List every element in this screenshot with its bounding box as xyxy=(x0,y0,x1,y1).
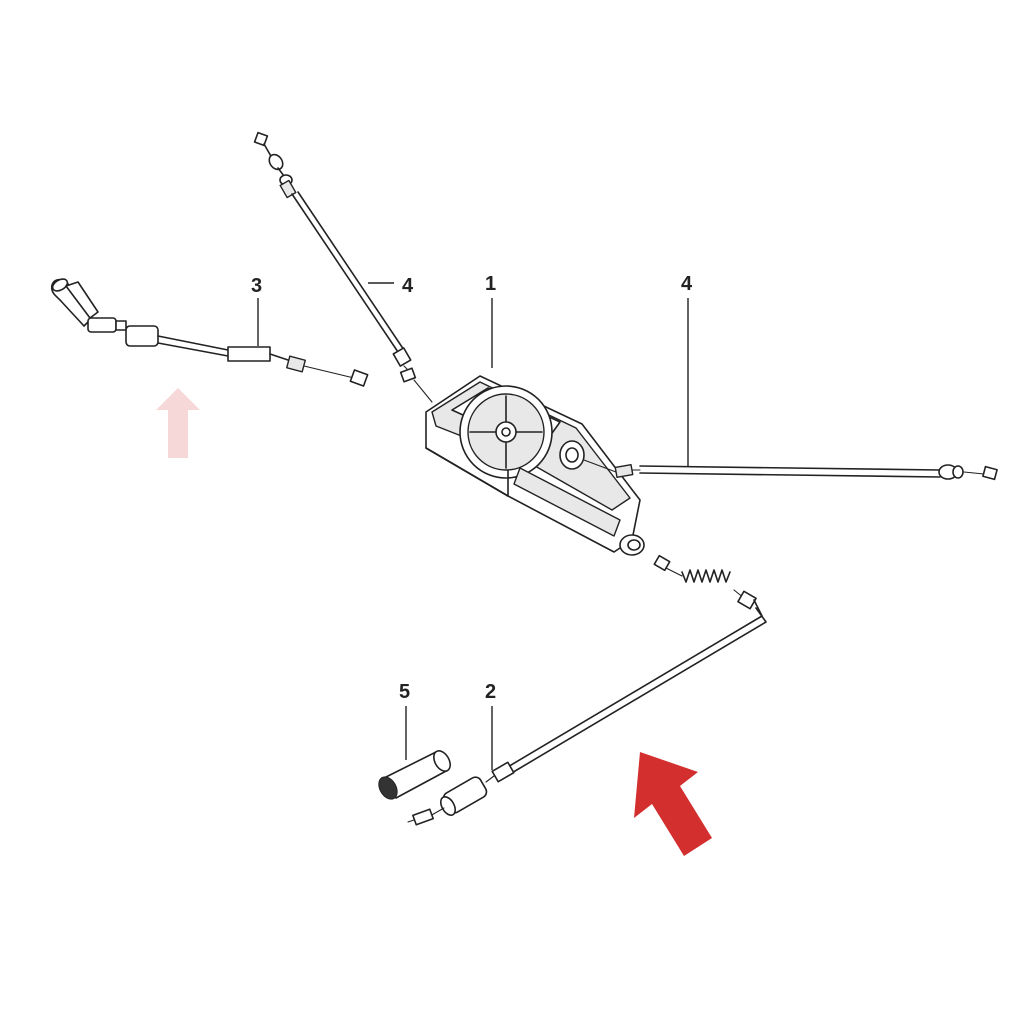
callout-5: 5 xyxy=(399,681,410,703)
callout-leaders xyxy=(257,282,689,770)
callout-2: 2 xyxy=(485,681,496,703)
cable-part-4-right xyxy=(583,459,998,481)
cable-part-3 xyxy=(50,278,369,387)
sleeve-part-5 xyxy=(378,750,451,800)
cable-part-2 xyxy=(407,554,767,826)
cable-part-4-upper xyxy=(253,131,433,403)
ghost-arrow-icon xyxy=(156,388,200,458)
callout-labels: 1 2 3 4 4 5 xyxy=(251,273,693,703)
callout-1: 1 xyxy=(485,273,496,295)
actuator-housing-part-1 xyxy=(425,375,645,556)
callout-4-right: 4 xyxy=(681,273,693,295)
callout-3: 3 xyxy=(251,275,262,297)
highlight-arrow-icon xyxy=(634,752,712,856)
callout-4-upper: 4 xyxy=(402,275,414,297)
